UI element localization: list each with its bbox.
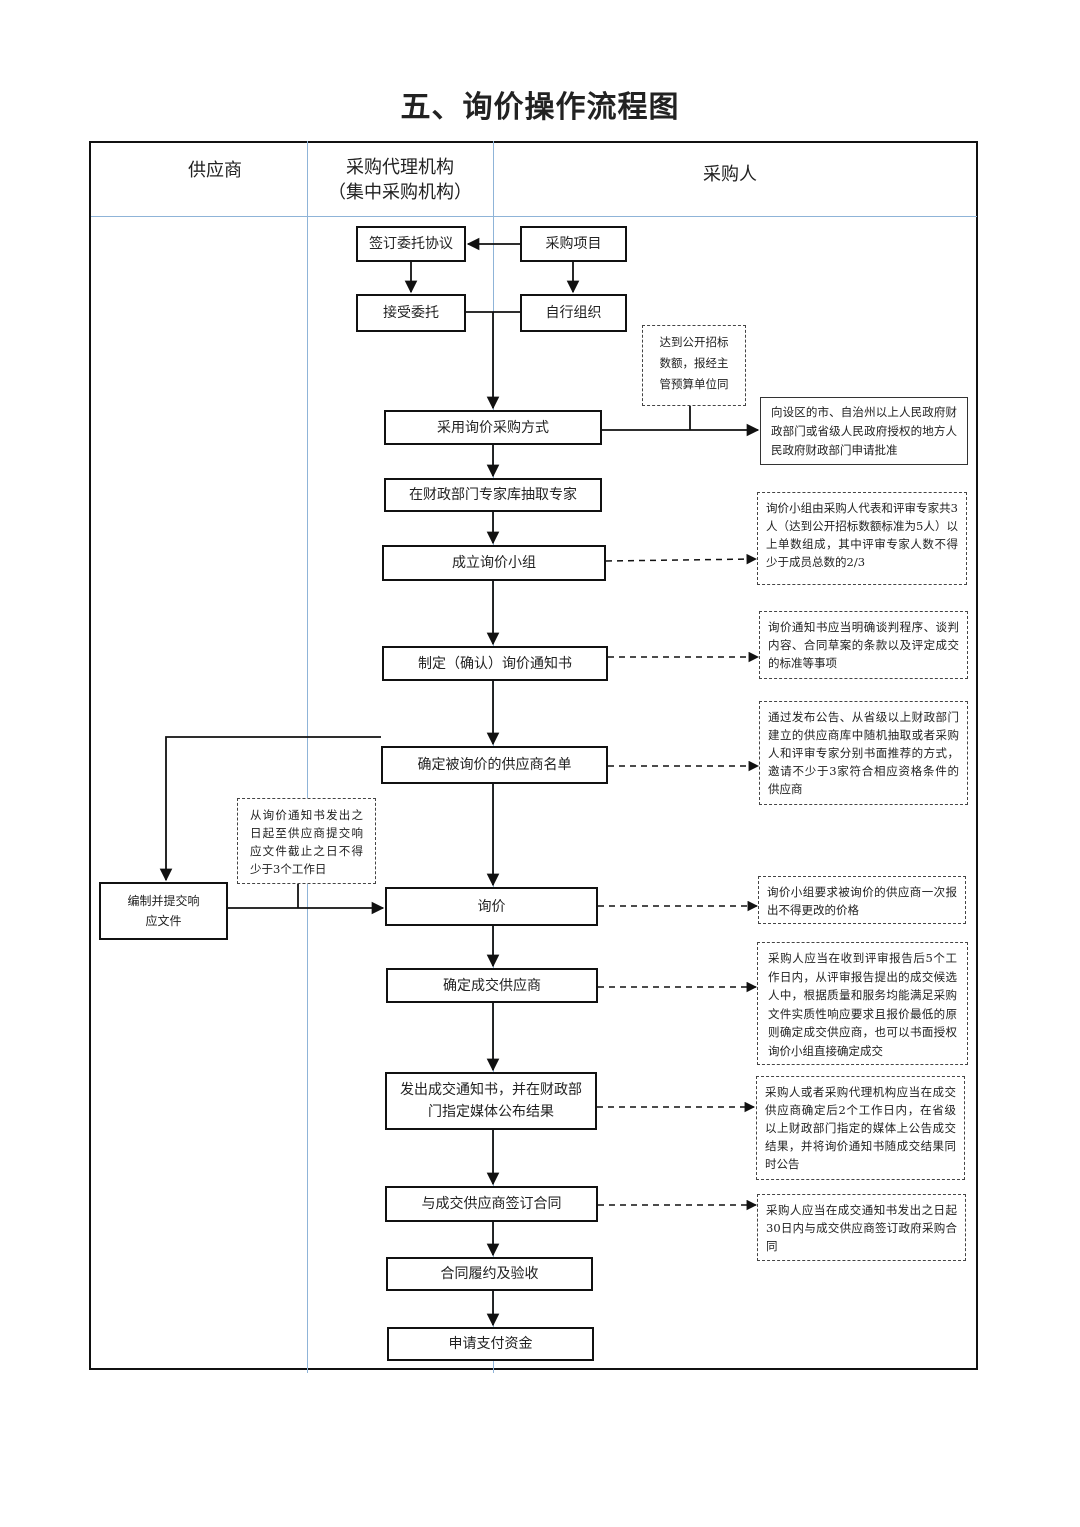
note-publish-rule: 采购人或者采购代理机构应当在成交供应商确定后2个工作日内，在省级以上财政部门指定…: [756, 1076, 965, 1180]
note-group-members: 询价小组由采购人代表和评审专家共3人（达到公开招标数额标准为5人）以上单数组成，…: [757, 492, 967, 585]
step-apply-payment: 申请支付资金: [387, 1327, 594, 1361]
lane-divider-supplier: [307, 141, 308, 1373]
step-form-group: 成立询价小组: [382, 545, 606, 581]
lane-header-supplier: 供应商: [188, 160, 242, 181]
note-determine-rule: 采购人应当在收到评审报告后5个工作日内，从评审报告提出的成交候选人中，根据质量和…: [757, 942, 968, 1065]
step-issue-notice: 发出成交通知书，并在财政部门指定媒体公布结果: [385, 1072, 597, 1130]
note-threshold: 达到公开招标数额，报经主管预算单位同: [642, 325, 746, 406]
step-sign-contract: 与成交供应商签订合同: [385, 1186, 598, 1222]
lane-header-agency: 采购代理机构 （集中采购机构）: [310, 155, 490, 205]
step-sign-agreement: 签订委托协议: [356, 226, 466, 262]
step-make-notice: 制定（确认）询价通知书: [382, 646, 608, 681]
note-contract-rule: 采购人应当在成交通知书发出之日起30日内与成交供应商签订政府采购合同: [757, 1194, 966, 1261]
step-confirm-list: 确定被询价的供应商名单: [381, 746, 608, 784]
note-deadline: 从询价通知书发出之日起至供应商提交响应文件截止之日不得少于3个工作日: [237, 798, 376, 884]
step-accept-commission: 接受委托: [356, 294, 466, 332]
step-draw-experts: 在财政部门专家库抽取专家: [384, 478, 602, 512]
step-perform-accept: 合同履约及验收: [386, 1257, 593, 1291]
lane-header-purchaser: 采购人: [703, 164, 757, 185]
step-adopt-inquiry: 采用询价采购方式: [384, 410, 602, 445]
step-purchase-project: 采购项目: [520, 226, 627, 262]
lane-header-divider: [91, 216, 977, 217]
step-prepare-response: 编制并提交响应文件: [99, 882, 228, 940]
dashed-group-to-note: [605, 553, 758, 565]
note-supplier-selection: 通过发布公告、从省级以上财政部门建立的供应商库中随机抽取或者采购人和评审专家分别…: [759, 701, 968, 805]
step-inquiry: 询价: [385, 887, 598, 926]
lane-header-agency-line1: 采购代理机构: [346, 157, 454, 178]
note-approval: 向设区的市、自治州以上人民政府财政部门或省级人民政府授权的地方人民政府财政部门申…: [760, 397, 968, 465]
lane-header-agency-line2: （集中采购机构）: [328, 182, 472, 203]
note-notice-content: 询价通知书应当明确谈判程序、谈判内容、合同草案的条款以及评定成交的标准等事项: [759, 611, 968, 679]
arrow-list-to-prepare: [159, 736, 381, 882]
page-title: 五、询价操作流程图: [400, 90, 680, 125]
note-one-quote: 询价小组要求被询价的供应商一次报出不得更改的价格: [758, 876, 966, 924]
step-self-organize: 自行组织: [520, 294, 627, 332]
step-determine-supplier: 确定成交供应商: [386, 968, 598, 1003]
flowchart-frame: [89, 141, 978, 1370]
